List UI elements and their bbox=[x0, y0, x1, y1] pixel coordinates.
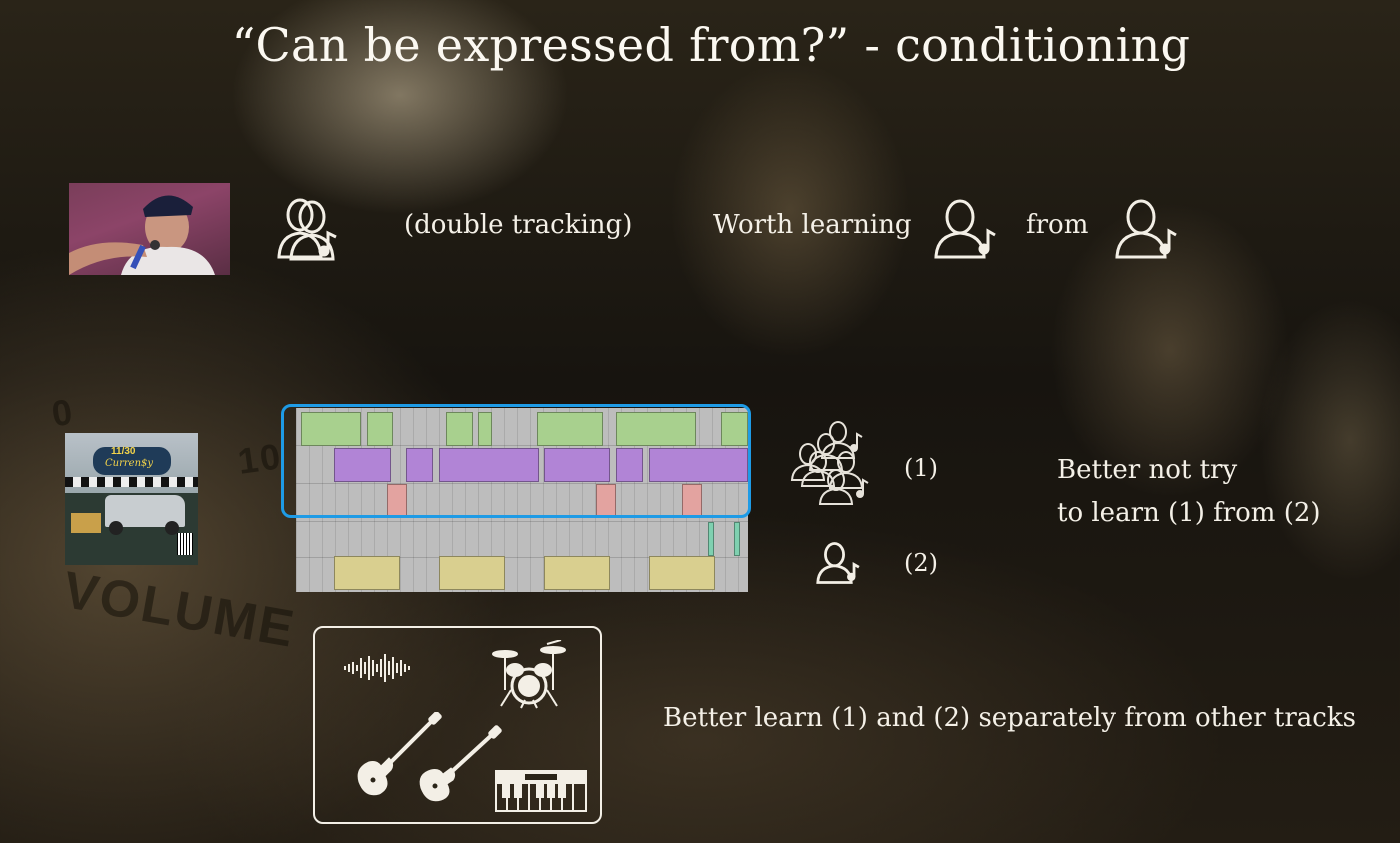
album-cover: 11/30 Curren$y bbox=[65, 433, 198, 565]
note-line-1: Better not try bbox=[1057, 455, 1238, 485]
background-dial-zero: 0 bbox=[49, 390, 77, 435]
singer-note-icon bbox=[815, 540, 861, 586]
hook-clip bbox=[649, 556, 715, 590]
label-1: (1) bbox=[904, 454, 938, 482]
hook-clip bbox=[544, 556, 610, 590]
drum-kit-icon bbox=[491, 640, 567, 712]
background-volume-word: VOLUME bbox=[58, 561, 300, 659]
daw-lane-backing-vocals bbox=[296, 446, 748, 484]
backing-vocal-clip bbox=[334, 448, 391, 482]
fx-clip bbox=[708, 522, 714, 556]
rapper-photo bbox=[69, 183, 230, 275]
separately-note: Better learn (1) and (2) separately from… bbox=[663, 703, 1356, 733]
backing-vocal-clip bbox=[439, 448, 539, 482]
slide-title: “Can be expressed from?” - conditioning bbox=[231, 18, 1191, 72]
hook-clip bbox=[439, 556, 505, 590]
background-dial-ten: 10 bbox=[235, 435, 285, 482]
double-singer-icon bbox=[276, 195, 348, 261]
singer-note-icon bbox=[1113, 197, 1179, 261]
backing-vocal-clip bbox=[649, 448, 748, 482]
lead-vocal-clip bbox=[537, 412, 603, 446]
backing-vocal-clip bbox=[406, 448, 433, 482]
singer-crowd-icon bbox=[788, 418, 874, 506]
singer-note-icon bbox=[932, 197, 998, 261]
bass-guitar-icon bbox=[355, 712, 443, 800]
daw-lane-fx bbox=[296, 520, 748, 558]
album-artist: Curren$y bbox=[105, 458, 154, 469]
lead-vocal-clip bbox=[721, 412, 748, 446]
backing-vocal-clip bbox=[616, 448, 643, 482]
lead-vocal-clip bbox=[367, 412, 393, 446]
double-tracking-label: (double tracking) bbox=[404, 210, 633, 240]
backing-vocal-clip bbox=[544, 448, 610, 482]
album-number: 11/30 bbox=[111, 446, 136, 457]
worth-learning-label: Worth learning bbox=[713, 210, 912, 240]
daw-arrangement bbox=[296, 408, 748, 592]
label-2: (2) bbox=[904, 549, 938, 577]
electric-guitar-icon bbox=[415, 724, 505, 806]
other-tracks-box bbox=[313, 626, 602, 824]
from-label: from bbox=[1026, 210, 1089, 240]
daw-lane-lead-vocals bbox=[296, 408, 748, 446]
daw-lane-adlibs bbox=[296, 484, 748, 522]
waveform-icon bbox=[343, 650, 411, 686]
lead-vocal-clip bbox=[301, 412, 361, 446]
keyboard-icon bbox=[495, 770, 587, 812]
lead-vocal-clip bbox=[446, 412, 473, 446]
fx-clip bbox=[734, 522, 740, 556]
note-line-2: to learn (1) from (2) bbox=[1057, 498, 1321, 528]
daw-lane-hook bbox=[296, 556, 748, 593]
vocal-group-highlight bbox=[281, 404, 751, 518]
lead-vocal-clip bbox=[616, 412, 696, 446]
hook-clip bbox=[334, 556, 400, 590]
lead-vocal-clip bbox=[478, 412, 492, 446]
